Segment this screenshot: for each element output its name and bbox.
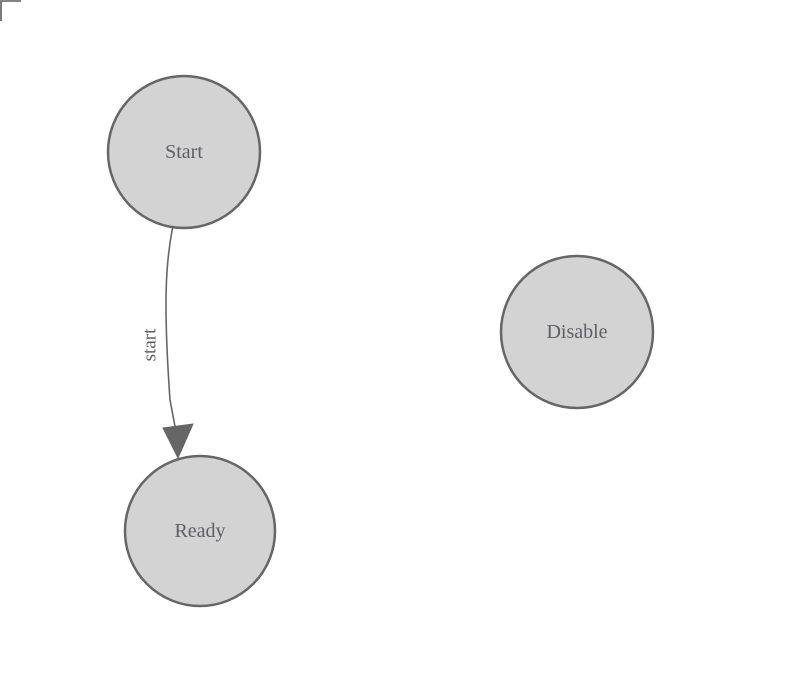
state-node-circle [499,254,655,410]
state-node-circle [123,454,277,608]
arrowhead-icon [162,423,194,460]
state-node-label: Disable [546,321,607,343]
edge-start-to-ready[interactable]: start [140,227,194,460]
crop-corner-marker-icon [0,0,21,21]
state-node-circle [106,74,262,230]
state-node-disable[interactable]: Disable [499,254,655,410]
state-node-label: Start [165,141,203,163]
state-node-start[interactable]: Start [106,74,262,230]
edge-label-start: start [140,328,161,361]
state-node-label: Ready [174,520,225,542]
edge-path [165,227,178,438]
state-node-ready[interactable]: Ready [123,454,277,608]
